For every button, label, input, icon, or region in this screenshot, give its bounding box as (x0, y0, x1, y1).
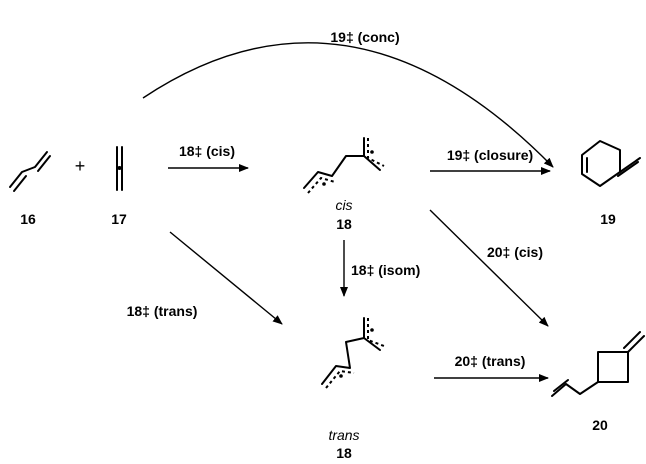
ts-trans18-label: 18‡ (trans) (127, 303, 198, 319)
compound-18-cis-structure (303, 137, 385, 194)
trans18-arrow (169, 231, 283, 325)
compound-20-label: 20 (592, 417, 608, 433)
compound-16-label: 16 (20, 211, 36, 227)
compound-17-label: 17 (111, 211, 127, 227)
compound-17-structure (116, 146, 123, 191)
compound-16-structure (9, 151, 51, 192)
ts-cis20-label: 20‡ (cis) (487, 244, 543, 260)
compound-20-structure (551, 331, 645, 397)
ts-cis18-label: 18‡ (cis) (179, 143, 235, 159)
compound-18-trans-tag: trans (328, 427, 359, 443)
compound-18-trans-label: 18 (336, 445, 352, 461)
ts-conc-label: 19‡ (conc) (330, 29, 399, 45)
compound-19-structure (581, 140, 641, 187)
plus-sign: + (75, 156, 86, 176)
ts-isom-label: 18‡ (isom) (351, 262, 420, 278)
conc-arc-arrow (142, 42, 554, 168)
ts-closure-label: 19‡ (closure) (447, 147, 533, 163)
cis20-arrow (429, 209, 549, 327)
compound-18-trans-structure (321, 317, 385, 389)
compound-19-label: 19 (600, 211, 616, 227)
ts-trans20-label: 20‡ (trans) (455, 353, 526, 369)
compound-18-cis-tag: cis (335, 197, 352, 213)
compound-18-cis-label: 18 (336, 216, 352, 232)
